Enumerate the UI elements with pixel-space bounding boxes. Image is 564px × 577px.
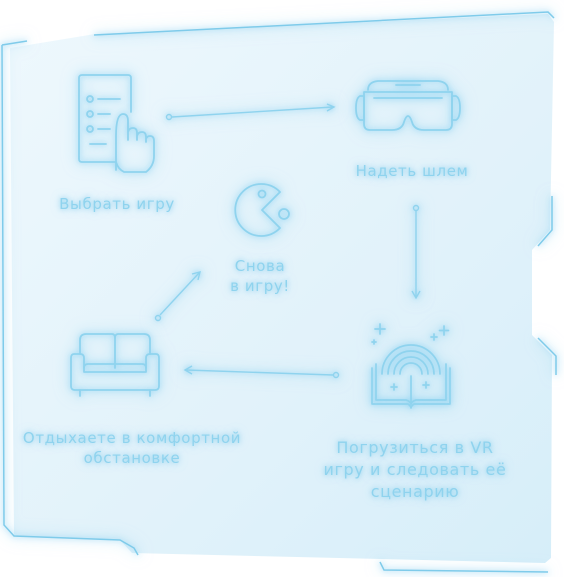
arrow-relax-to-again (154, 271, 201, 322)
frame-line-left (1, 40, 139, 556)
frame-line-top (93, 11, 555, 36)
label-choose-game: Выбрать игру (59, 195, 175, 213)
arrow-helmet-to-immerse (411, 204, 421, 300)
vr-headset-icon (352, 78, 464, 136)
frame-line-bottom (379, 561, 549, 573)
label-relax: Отдыхаете в комфортной обстановке (14, 428, 250, 468)
arrow-choose-to-helmet (165, 103, 336, 121)
label-immerse: Погрузиться в VR игру и следовать её сце… (295, 437, 535, 503)
label-back-to-game: Снова в игру! (205, 256, 315, 296)
label-back-to-game-line1: Снова (234, 257, 286, 275)
frame-line-right-upper (537, 196, 553, 247)
label-immerse-line1: Погрузиться в VR (336, 438, 494, 457)
frame-line-right-lower (537, 337, 557, 375)
label-back-to-game-line2: в игру! (230, 277, 290, 295)
sofa-icon (70, 332, 160, 398)
label-immerse-line3: сценарию (370, 482, 460, 501)
label-relax-line1: Отдыхаете в комфортной (22, 429, 242, 447)
arrow-immerse-to-relax (183, 365, 340, 379)
label-immerse-line2: игру и следовать её (323, 460, 507, 479)
checklist-hand-icon (76, 74, 156, 174)
label-relax-line2: обстановке (83, 449, 181, 467)
label-put-on-helmet: Надеть шлем (355, 162, 469, 180)
rainbow-book-icon (366, 322, 456, 412)
pacman-icon (232, 178, 296, 242)
